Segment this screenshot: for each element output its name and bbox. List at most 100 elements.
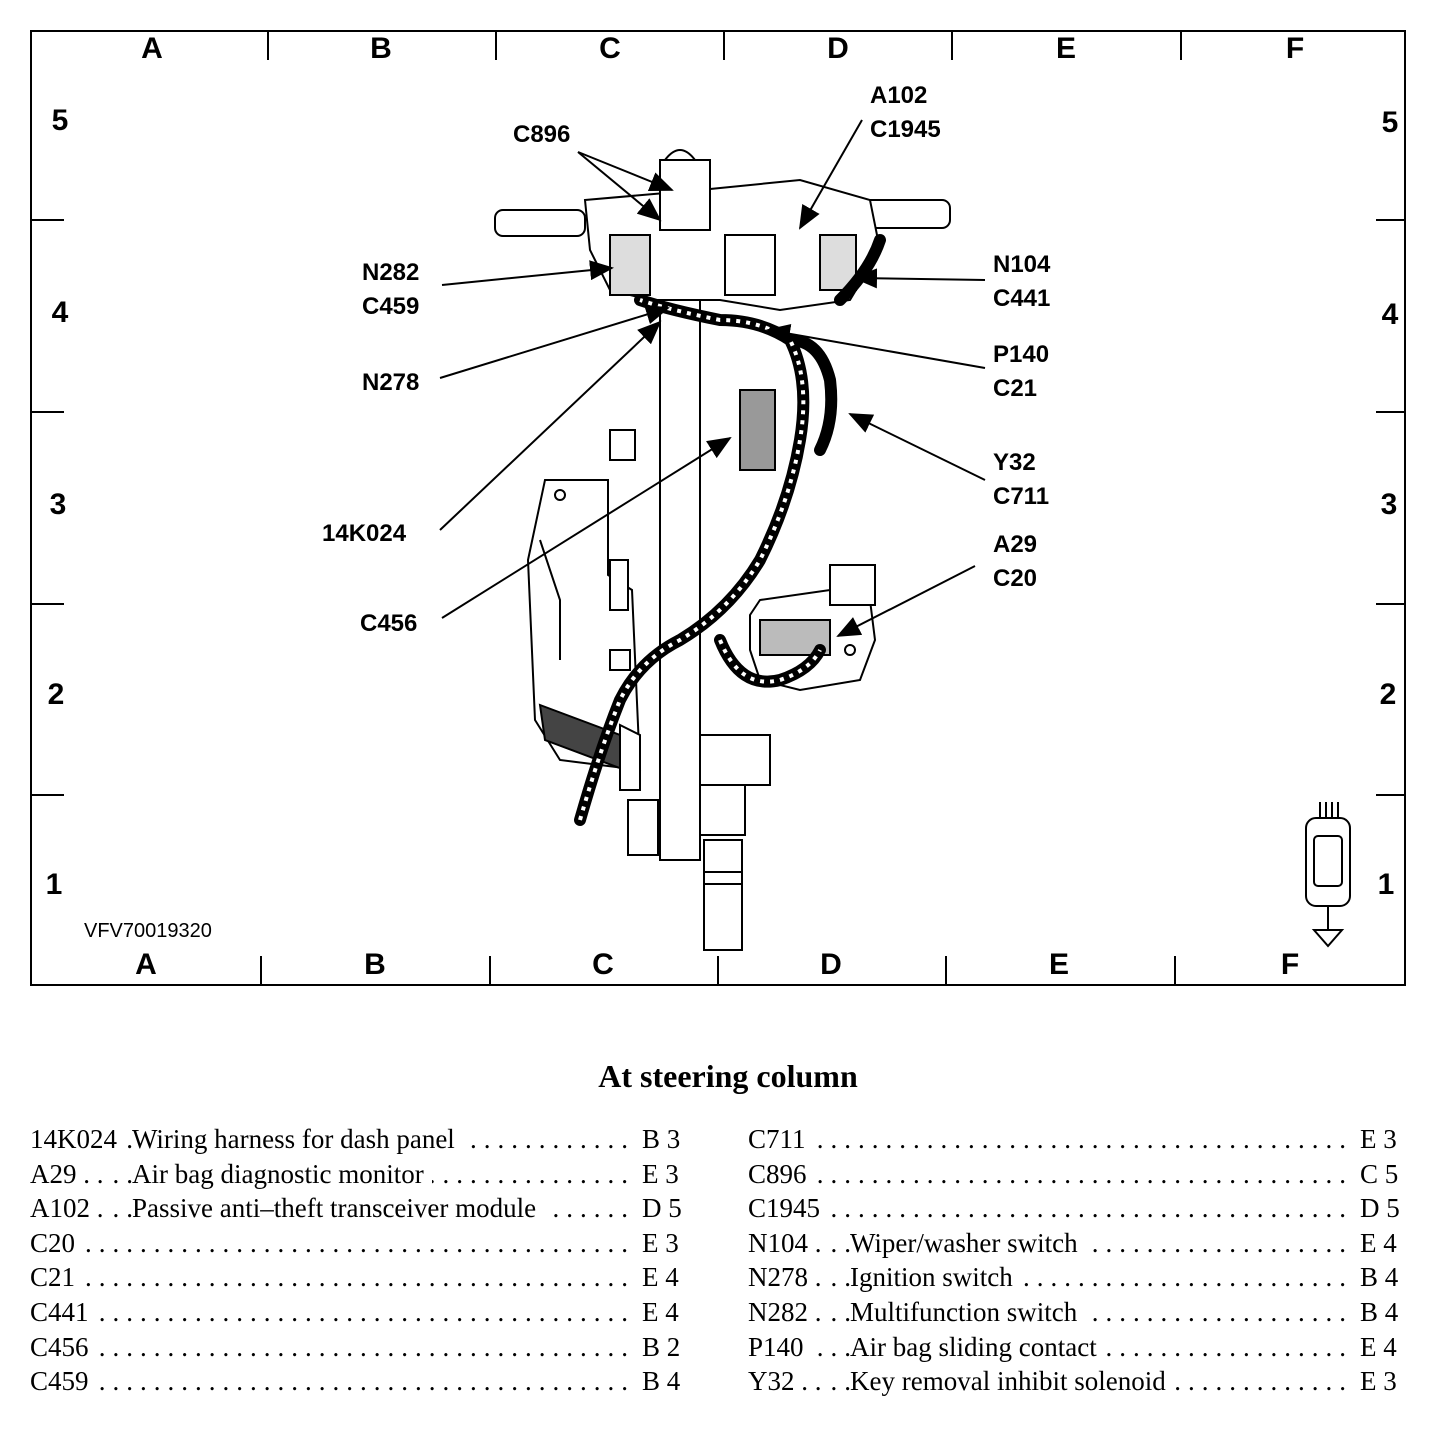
legend-grid-ref: B 4 <box>636 1364 686 1399</box>
col-header-top-e: E <box>1055 32 1076 65</box>
legend-description: Wiper/washer switch <box>850 1225 1086 1261</box>
legend-row: ........................................… <box>748 1191 1404 1226</box>
legend-leader-dots: ........................................… <box>30 1331 636 1362</box>
legend-description: Ignition switch <box>850 1260 1021 1295</box>
grid-tick <box>1180 32 1182 60</box>
legend-leader-dots: ........................................… <box>748 1262 1354 1293</box>
legend-grid-ref: D 5 <box>1354 1191 1404 1226</box>
legend-leader-dots: ........................................… <box>30 1262 636 1293</box>
grid-tick <box>1376 603 1404 605</box>
legend-description: Wiring harness for dash panel <box>132 1122 463 1157</box>
legend-row: ........................................… <box>30 1156 686 1192</box>
row-header-right-4: 4 <box>1381 298 1399 331</box>
grid-tick <box>951 32 953 60</box>
legend-grid-ref: E 3 <box>1354 1364 1404 1399</box>
legend-row: ........................................… <box>30 1329 686 1365</box>
row-header-left-3: 3 <box>49 488 67 521</box>
callout-n104-c441: N104 C441 <box>993 251 1051 312</box>
callout-y32-c711: Y32 C711 <box>993 449 1050 510</box>
row-header-left-1: 1 <box>45 868 63 901</box>
callout-n278: N278 <box>362 369 420 396</box>
legend-left: ........................................… <box>30 1122 686 1399</box>
legend-grid-ref: B 4 <box>1354 1294 1404 1330</box>
legend-leader-dots: ........................................… <box>30 1366 636 1397</box>
leader-y32 <box>848 413 986 481</box>
page-title: At steering column <box>598 1058 858 1094</box>
legend-description: Air bag diagnostic monitor <box>132 1156 432 1192</box>
legend-grid-ref: E 4 <box>636 1294 686 1330</box>
legend-code: C441 <box>30 1294 95 1330</box>
legend-grid-ref: E 4 <box>1354 1329 1404 1365</box>
row-header-left-5: 5 <box>51 104 69 137</box>
grid-tick <box>32 219 64 221</box>
legend-grid-ref: E 4 <box>1354 1225 1404 1261</box>
legend-row: ........................................… <box>30 1364 686 1399</box>
grid-tick <box>723 32 725 60</box>
leader-c456 <box>441 436 732 619</box>
legend-grid-ref: B 2 <box>636 1329 686 1365</box>
legend-row: ........................................… <box>30 1260 686 1295</box>
callout-n282-c459: N282 C459 <box>362 259 420 320</box>
legend-row: ........................................… <box>748 1294 1404 1330</box>
legend-code: C1945 <box>748 1191 827 1226</box>
col-header-bottom-d: D <box>820 948 842 981</box>
col-header-bottom-f: F <box>1280 948 1300 981</box>
legend-row: ........................................… <box>748 1156 1404 1192</box>
callout-a102-c1945: A102 C1945 <box>870 82 941 143</box>
legend-row: ........................................… <box>748 1225 1404 1261</box>
legend-row: ........................................… <box>748 1260 1404 1295</box>
diagram-frame <box>30 30 1406 986</box>
row-header-left-2: 2 <box>47 678 65 711</box>
legend-code: N278 . <box>748 1260 828 1295</box>
leader-c896 <box>577 151 674 192</box>
legend-description: Passive anti–theft transceiver module <box>132 1191 545 1226</box>
grid-tick <box>489 956 491 984</box>
legend-code: C456 <box>30 1329 95 1365</box>
grid-tick <box>945 956 947 984</box>
leader-a29 <box>836 565 976 637</box>
row-header-right-5: 5 <box>1381 106 1399 139</box>
grid-tick <box>1376 219 1404 221</box>
callout-c896: C896 <box>513 121 571 148</box>
legend-grid-ref: B 3 <box>636 1122 686 1157</box>
grid-tick <box>1174 956 1176 984</box>
legend-code: N282 . <box>748 1294 828 1330</box>
vehicle-orientation-icon <box>1305 802 1351 948</box>
legend-grid-ref: E 3 <box>1354 1122 1404 1157</box>
col-header-bottom-b: B <box>364 948 386 981</box>
grid-tick <box>32 603 64 605</box>
grid-tick <box>32 411 64 413</box>
leader-n104 <box>853 268 986 289</box>
callout-p140-c21: P140 C21 <box>993 341 1050 402</box>
legend-code: A102 . <box>30 1191 110 1226</box>
col-header-bottom-a: A <box>135 948 157 981</box>
legend-code: 14K024 <box>30 1122 123 1157</box>
legend-code: A29 . . <box>30 1156 110 1192</box>
figure-id: VFV70019320 <box>84 920 212 942</box>
legend-row: ........................................… <box>748 1364 1404 1399</box>
legend-leader-dots: ........................................… <box>748 1158 1354 1189</box>
ignition-lock <box>659 159 711 231</box>
legend-grid-ref: B 4 <box>1354 1260 1404 1295</box>
col-header-top-c: C <box>599 32 621 65</box>
row-header-right-1: 1 <box>1377 868 1395 901</box>
legend-row: ........................................… <box>30 1225 686 1261</box>
leader-n282 <box>441 260 614 286</box>
grid-tick <box>267 32 269 60</box>
legend-description: Air bag sliding contact <box>850 1329 1105 1365</box>
wiring-harness-branch <box>714 634 826 688</box>
callout-c456: C456 <box>360 610 418 637</box>
grid-tick <box>717 956 719 984</box>
legend-code: C896 <box>748 1156 813 1192</box>
c456-connector <box>739 389 776 471</box>
legend-code: P140 <box>748 1329 810 1365</box>
leader-14k024 <box>439 320 662 531</box>
callout-a29-c20: A29 C20 <box>993 531 1038 592</box>
grid-tick <box>495 32 497 60</box>
column-tube <box>659 299 701 861</box>
leader-a102 <box>799 119 863 230</box>
legend-right: ........................................… <box>748 1122 1404 1399</box>
column-lower-shaft <box>703 839 743 951</box>
legend-code: C20 <box>30 1225 82 1261</box>
grid-tick <box>1376 411 1404 413</box>
